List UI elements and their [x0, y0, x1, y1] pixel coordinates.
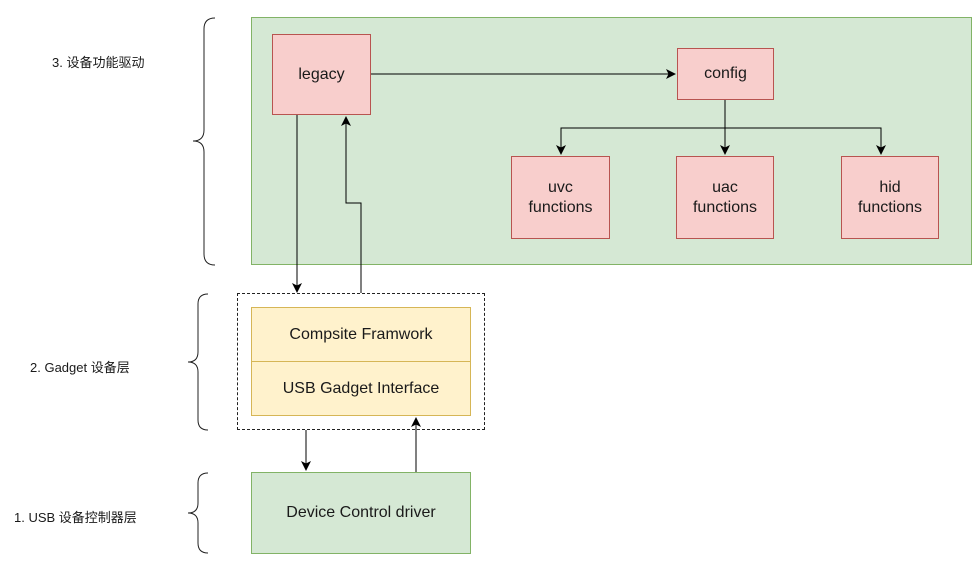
usb-gadget-interface-node: USB Gadget Interface	[251, 361, 471, 416]
brace-gadget-layer	[187, 293, 209, 431]
device-control-driver-node: Device Control driver	[251, 472, 471, 554]
hid-functions-node: hid functions	[841, 156, 939, 239]
composite-framework-node: Compsite Framwork	[251, 307, 471, 362]
config-node: config	[677, 48, 774, 100]
brace-functions-layer	[192, 17, 216, 266]
layer-label-controller: 1. USB 设备控制器层	[14, 510, 137, 525]
uvc-functions-node: uvc functions	[511, 156, 610, 239]
brace-controller-layer	[187, 472, 209, 554]
legacy-node: legacy	[272, 34, 371, 115]
layer-label-functions: 3. 设备功能驱动	[52, 55, 145, 70]
layer-label-gadget: 2. Gadget 设备层	[30, 360, 130, 375]
uac-functions-node: uac functions	[676, 156, 774, 239]
gadget-layer-dashed-group	[237, 293, 485, 430]
